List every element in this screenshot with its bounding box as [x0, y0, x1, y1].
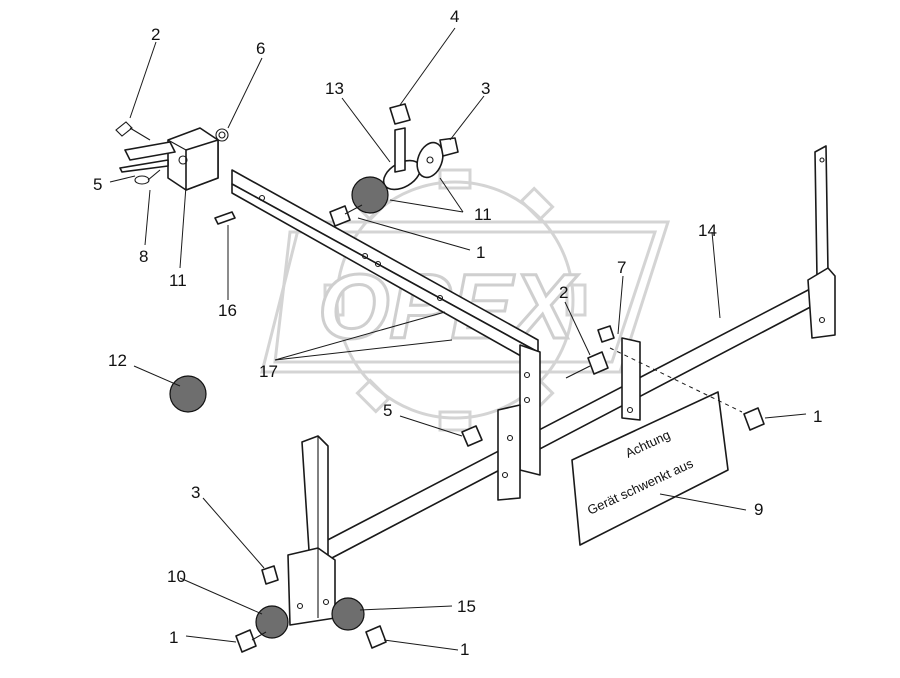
callout-numbers: 2 6 5 8 11 16 4 13 3 11 1 12 17 2 7 14 5… [93, 7, 822, 659]
nut-4 [389, 103, 411, 125]
bolt-1-top-head [329, 205, 351, 227]
loose-hardware [169, 325, 765, 653]
bolt-2-head [115, 121, 133, 137]
callout-17-watermark-label: 17 [259, 362, 278, 381]
bolt-1-sign-head [743, 407, 765, 431]
nut-3-bottom [261, 565, 279, 585]
nut-3-top [439, 137, 459, 157]
left-vertical-post [287, 435, 336, 626]
callout-15-hinge: 11 [169, 271, 187, 290]
nut-7 [597, 325, 615, 343]
callout-1-left-bolt: 1 [169, 628, 178, 647]
callout-8-pin: 8 [139, 247, 148, 266]
bolt-1-right-head [365, 625, 387, 649]
callout-3-nut-bottom: 3 [191, 483, 200, 502]
leader-lines [109, 27, 807, 651]
callout-5-plate: 5 [93, 175, 102, 194]
callout-2-bolt-mid: 2 [559, 283, 568, 302]
reflector-holder-assembly [329, 103, 459, 227]
watermark-frame-inner [273, 230, 658, 364]
callout-4-nut: 4 [450, 7, 459, 26]
bolt-1-left-head [235, 629, 257, 653]
callout-6-washer: 6 [256, 39, 265, 58]
opex-watermark: OPEX [260, 168, 671, 432]
callout-1-sign-bolt: 1 [813, 407, 822, 426]
warning-sign-plate: Achtung Gerät schwenkt aus [571, 391, 729, 546]
callout-3-nut-top: 3 [481, 79, 490, 98]
callout-5-nut: 5 [383, 401, 392, 420]
reflector-11-top [351, 176, 389, 214]
callout-2-bolt: 2 [151, 25, 160, 44]
callout-13-holder: 13 [325, 79, 344, 98]
nut-5 [461, 425, 483, 447]
callout-10-reflector: 15 [457, 597, 476, 616]
hinge-bracket-assembly [115, 121, 236, 225]
callout-7-bracket: 7 [617, 258, 626, 277]
callout-11-reflector-bottom: 10 [167, 567, 186, 586]
callout-9-sign: 9 [754, 500, 763, 519]
callout-14-beam: 14 [698, 221, 717, 240]
middle-vertical-post [497, 344, 541, 501]
callout-1-right-bolt: 1 [460, 640, 469, 659]
washer-6 [215, 128, 229, 142]
watermark-gear-teeth [323, 168, 587, 432]
pin-16 [214, 211, 236, 225]
watermark-gear-ring [335, 180, 575, 420]
sign-bracket [621, 337, 641, 421]
callout-16-pin: 16 [218, 301, 237, 320]
reflector-12 [169, 375, 207, 413]
pin-8 [134, 175, 150, 185]
callout-12-reflector: 12 [108, 351, 127, 370]
callout-1-bar: 1 [476, 243, 485, 262]
right-vertical-post [807, 145, 836, 339]
reflector-11-bottom [255, 605, 289, 639]
callout-11-reflector-top: 11 [474, 205, 492, 224]
reflector-10 [331, 597, 365, 631]
bolt-2-mid-head [587, 351, 609, 375]
watermark-frame [260, 220, 671, 374]
